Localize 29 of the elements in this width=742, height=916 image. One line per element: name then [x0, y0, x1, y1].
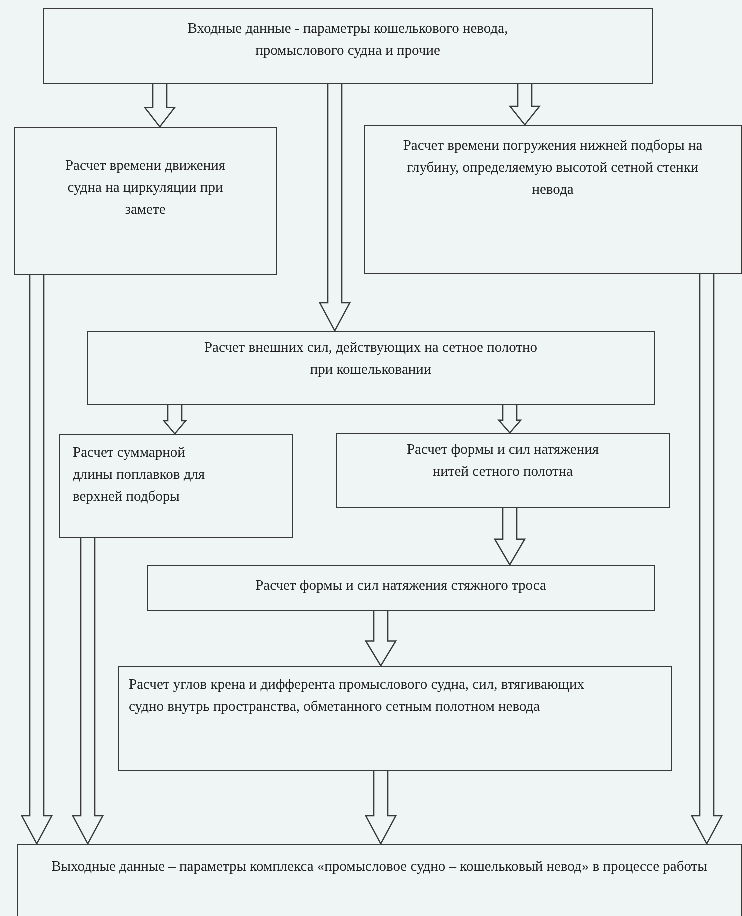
- block-arrow: [364, 770, 398, 846]
- block-arrow: [508, 83, 542, 126]
- process-text: Расчет формы и сил натяжения стяжного троса: [254, 577, 548, 596]
- process-box: [59, 434, 293, 538]
- block-arrow: [144, 83, 176, 128]
- process-box: [43, 8, 653, 84]
- process-text: Расчет углов крена и дифферента промыслового судна, сил, втягивающих судно внутрь пространства, обметанного сетным полотном невода: [129, 676, 586, 717]
- process-box: [17, 844, 742, 916]
- block-arrow: [318, 83, 352, 332]
- process-text: Расчет внешних сил, действующих на сетное полотно при кошельковании: [203, 339, 539, 380]
- process-box: [364, 125, 742, 274]
- block-arrow: [20, 274, 54, 846]
- block-arrow: [494, 507, 526, 566]
- process-box: [336, 433, 670, 508]
- block-arrow: [498, 404, 522, 434]
- process-box: [87, 331, 655, 405]
- block-arrow: [162, 404, 188, 435]
- block-arrow: [72, 537, 104, 846]
- process-box: [147, 565, 655, 611]
- process-text: Расчет времени погружения нижней подборы на глубину, определяемую высотой сетной стенки невода: [403, 137, 703, 200]
- block-arrow: [690, 273, 724, 846]
- process-box: [118, 666, 672, 771]
- block-arrow: [364, 610, 398, 668]
- process-text: Расчет времени движения судна на циркуляции при замете: [65, 157, 226, 220]
- process-text: Выходные данные – параметры комплекса «промысловое судно – кошельковый невод» в процессе работы: [50, 858, 708, 877]
- process-text: Входные данные - параметры кошелькового невода, промыслового судна и прочие: [186, 20, 510, 61]
- process-box: [14, 127, 277, 275]
- process-text: Расчет суммарной длины поплавков для верхней подборы: [73, 444, 206, 506]
- process-text: Расчет формы и сил натяжения нитей сетного полотна: [406, 441, 600, 482]
